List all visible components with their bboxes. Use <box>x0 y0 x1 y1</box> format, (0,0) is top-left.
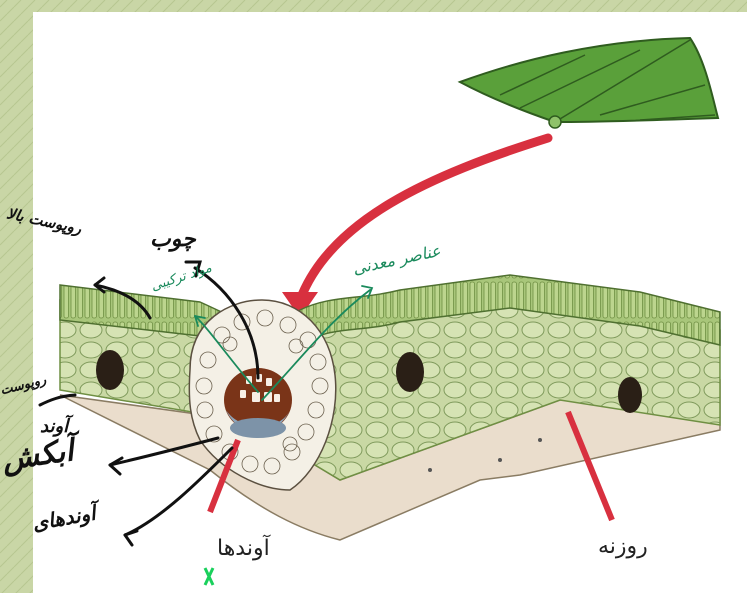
vein-spot <box>96 350 124 390</box>
vascular-bundle-handwritten-label: آوند <box>40 416 68 437</box>
stoma-label: روزنه <box>598 534 648 559</box>
vein-spot <box>618 377 642 413</box>
vessels-label: آوندها <box>217 536 270 561</box>
xylem-handwritten-label: چوب <box>150 226 196 252</box>
vein-spot <box>396 352 424 392</box>
